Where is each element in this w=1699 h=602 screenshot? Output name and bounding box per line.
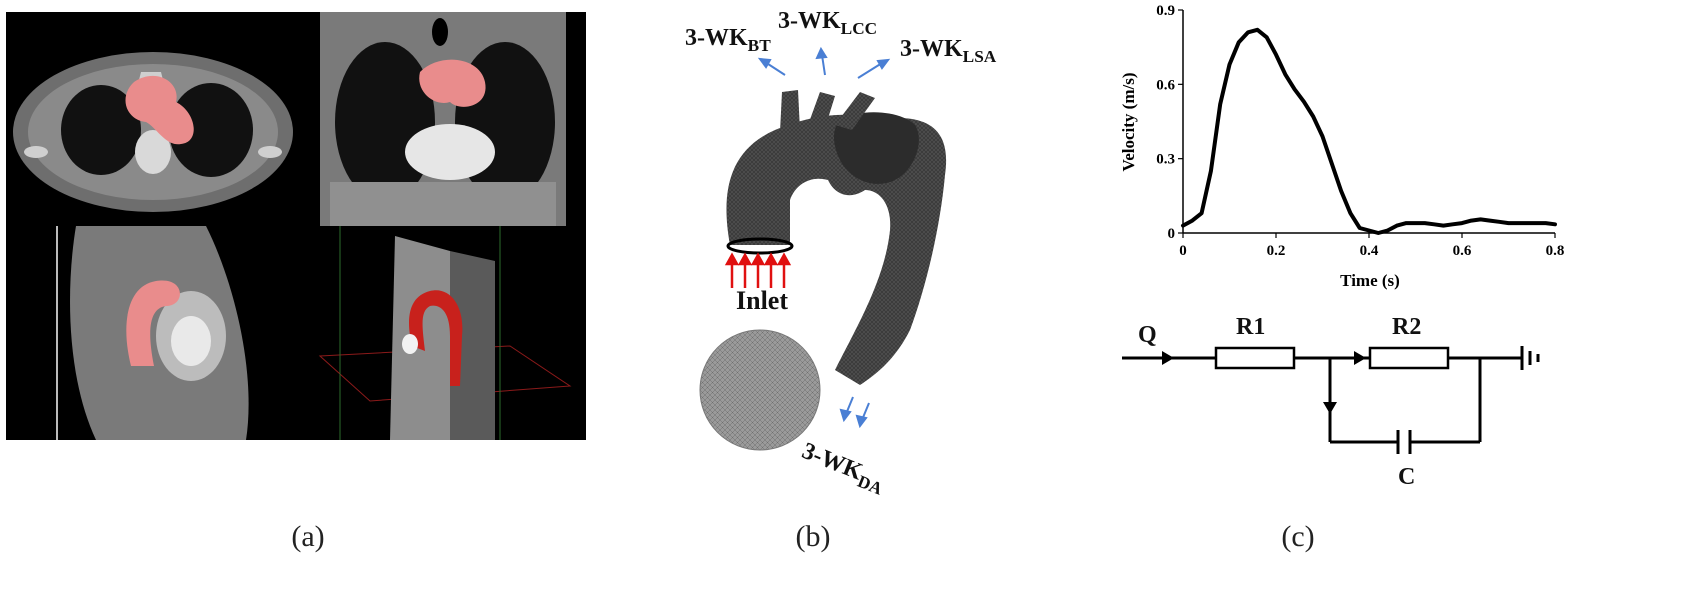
y-tick-label-2: 0.6 <box>1156 77 1175 93</box>
x-tick-label-0: 0 <box>1179 243 1187 259</box>
velocity-chart: 0 0.3 0.6 0.9 0 0.2 0.4 0.6 0.8 Time (s) Velocit… <box>1119 3 1565 290</box>
aorta-mesh <box>726 114 947 385</box>
windkessel-circuit <box>1122 346 1540 454</box>
ct-coronal-image <box>320 12 566 226</box>
x-tick-label-2: 0.4 <box>1360 243 1379 259</box>
ct-3d-image <box>318 226 572 440</box>
x-tick-label-4: 0.8 <box>1546 243 1565 259</box>
circuit-label-r2: R2 <box>1392 314 1422 340</box>
panel-c-caption: (c) <box>1281 520 1315 553</box>
resistor-r1 <box>1214 346 1296 370</box>
x-tick-label-1: 0.2 <box>1267 243 1286 259</box>
y-tick-label-0: 0 <box>1168 226 1176 242</box>
velocity-series-line-0 <box>1181 27 1557 235</box>
branch-lsa <box>835 92 875 130</box>
circuit-label-r1: R1 <box>1236 314 1266 340</box>
ct-coronal-view <box>300 12 586 226</box>
branch-bt <box>780 90 800 132</box>
current-arrow-c <box>1323 402 1337 414</box>
label-3wk-bt: 3-WKBT <box>685 25 771 56</box>
segmentation-aorta-coronal <box>419 59 486 107</box>
ct-axial-view <box>6 12 300 226</box>
label-3wk-lsa: 3-WKLSA <box>900 36 997 67</box>
inlet-ring <box>726 237 794 255</box>
label-3wk-lcc: 3-WKLCC <box>778 8 878 39</box>
resistor-r2 <box>1368 346 1450 370</box>
panel-b-caption: (b) <box>795 520 831 553</box>
ct-sagittal-image <box>56 226 249 440</box>
chart-x-label: Time (s) <box>1340 271 1400 290</box>
y-tick-label-1: 0.3 <box>1156 152 1175 168</box>
current-arrow-r2 <box>1354 351 1366 365</box>
label-inlet: Inlet <box>736 286 788 315</box>
branch-lcc <box>808 92 835 128</box>
ct-axial-image <box>13 52 293 212</box>
ct-3d-view <box>300 226 586 440</box>
circuit-label-q: Q <box>1138 322 1157 348</box>
segmentation-aorta-axial <box>125 75 194 145</box>
y-tick-label-3: 0.9 <box>1156 3 1175 19</box>
panel-a-caption: (a) <box>291 520 325 553</box>
inlet-mesh-disk <box>699 329 821 451</box>
outlet-arrows <box>757 46 891 429</box>
ct-sagittal-view <box>6 226 300 440</box>
inlet-arrows <box>724 252 792 288</box>
current-arrow-q <box>1162 351 1174 365</box>
segmentation-aorta-sagittal <box>126 280 180 366</box>
model-aorta-3d <box>409 290 463 386</box>
circuit-label-c: C <box>1398 464 1416 490</box>
aorta-mesh-diagram <box>699 46 947 451</box>
chart-y-label: Velocity (m/s) <box>1119 73 1138 172</box>
x-tick-label-3: 0.6 <box>1453 243 1472 259</box>
